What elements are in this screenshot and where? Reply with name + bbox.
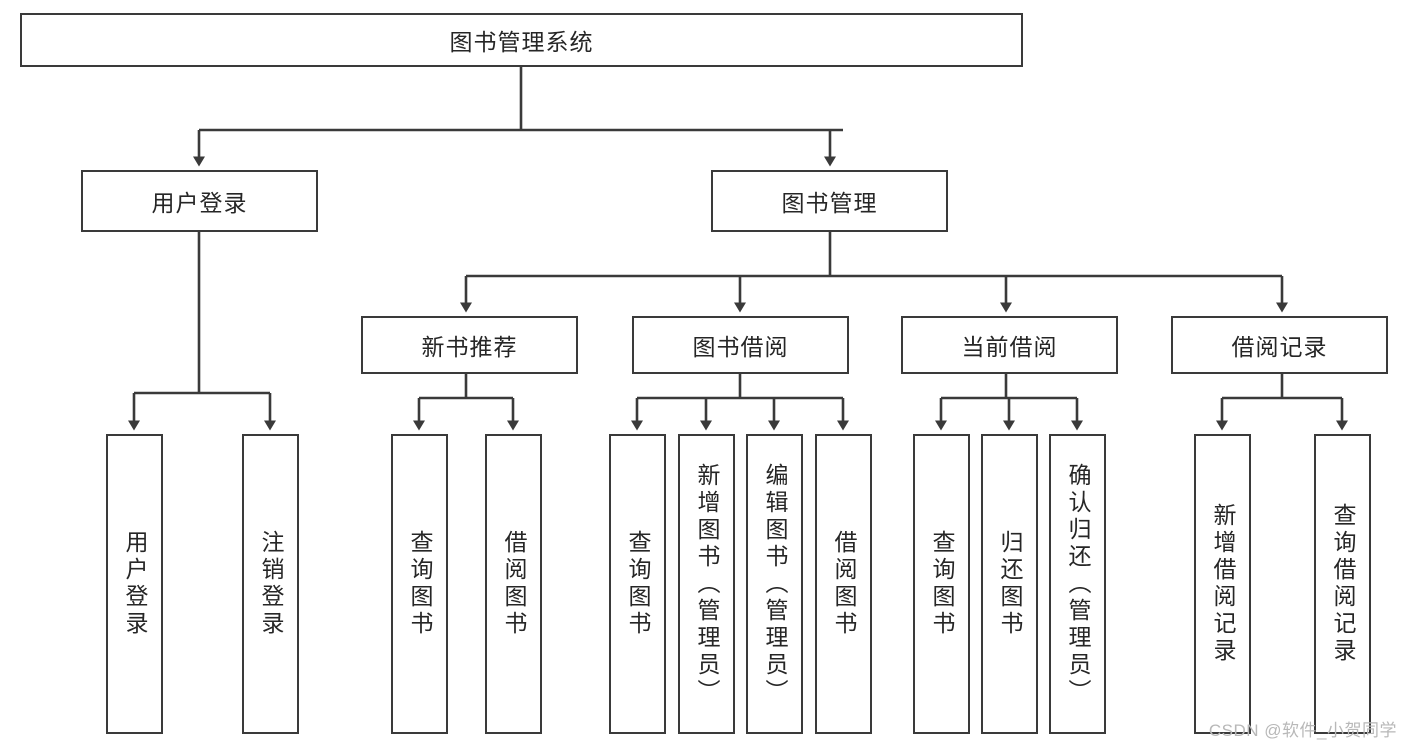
node-label: 用户登录 [122,530,148,638]
node-label: 借阅图书 [831,530,857,638]
node-leaf-borrow-books-borrow[interactable]: 借阅图书 [815,434,872,734]
node-label: 新书推荐 [421,334,518,360]
node-label: 编辑图书（管理员） [762,462,788,706]
node-leaf-logout[interactable]: 注销登录 [242,434,299,734]
node-leaf-query-books-borrow[interactable]: 查询图书 [609,434,666,734]
node-leaf-return-books[interactable]: 归还图书 [981,434,1038,734]
node-label: 确认归还（管理员） [1065,462,1091,706]
node-leaf-add-book-admin[interactable]: 新增图书（管理员） [678,434,735,734]
node-leaf-add-borrow-record[interactable]: 新增借阅记录 [1194,434,1251,734]
node-leaf-query-books-current[interactable]: 查询图书 [913,434,970,734]
node-label: 新增图书（管理员） [694,462,720,706]
node-label: 查询图书 [929,530,955,638]
node-label: 注销登录 [258,530,284,638]
node-leaf-borrow-books-newbooks[interactable]: 借阅图书 [485,434,542,734]
node-book-borrow[interactable]: 图书借阅 [632,316,849,374]
node-label: 归还图书 [997,530,1023,638]
node-user-login[interactable]: 用户登录 [81,170,318,232]
node-label: 查询图书 [625,530,651,638]
node-root-book-management-system[interactable]: 图书管理系统 [20,13,1023,67]
node-label: 借阅记录 [1231,334,1328,360]
node-leaf-query-books-newbooks[interactable]: 查询图书 [391,434,448,734]
node-label: 借阅图书 [501,530,527,638]
node-new-book-recommend[interactable]: 新书推荐 [361,316,578,374]
node-label: 图书借阅 [692,334,789,360]
node-borrow-records[interactable]: 借阅记录 [1171,316,1388,374]
node-label: 图书管理 [781,190,878,216]
node-leaf-edit-book-admin[interactable]: 编辑图书（管理员） [746,434,803,734]
node-label: 图书管理系统 [449,29,594,55]
node-label: 用户登录 [151,190,248,216]
node-label: 当前借阅 [961,334,1058,360]
watermark: CSDN @软件_小贺同学 [1208,721,1397,740]
node-leaf-user-login[interactable]: 用户登录 [106,434,163,734]
node-leaf-query-borrow-record[interactable]: 查询借阅记录 [1314,434,1371,734]
node-leaf-confirm-return-admin[interactable]: 确认归还（管理员） [1049,434,1106,734]
node-label: 查询借阅记录 [1330,503,1356,665]
node-book-management[interactable]: 图书管理 [711,170,948,232]
node-current-borrow[interactable]: 当前借阅 [901,316,1118,374]
node-label: 查询图书 [407,530,433,638]
node-label: 新增借阅记录 [1210,503,1236,665]
